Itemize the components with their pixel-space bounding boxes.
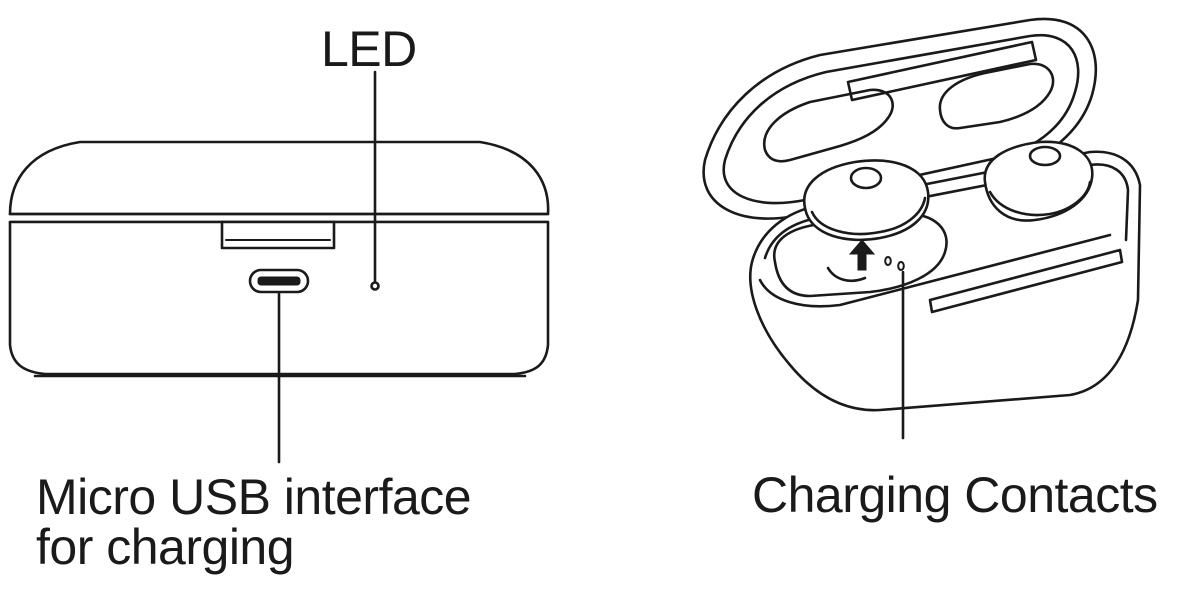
earbud-left-face	[810, 196, 927, 236]
case-front-band	[928, 248, 1124, 314]
case-open-view	[702, 17, 1142, 440]
case-rim-top	[763, 163, 1130, 260]
earbud-right-tip	[1028, 145, 1062, 167]
case-front-view	[8, 70, 550, 464]
lift-arrow-icon	[848, 239, 876, 271]
usb-label-line1: Micro USB interface	[36, 469, 472, 525]
charging-contact-2	[897, 261, 905, 271]
led-indicator	[370, 281, 380, 291]
earbud-right	[983, 140, 1094, 222]
earbud-right-face	[988, 180, 1092, 217]
charging-contacts-label: Charging Contacts	[752, 467, 1158, 523]
lid-recess-left	[762, 88, 894, 163]
charging-contact-1	[884, 256, 892, 266]
case-lid	[8, 140, 550, 216]
case-rim-inner	[758, 233, 1112, 308]
pocket-left	[772, 212, 948, 298]
earbud-left-stem	[826, 266, 867, 282]
earbud-left-tip	[849, 166, 883, 190]
lid-latch	[220, 220, 336, 250]
micro-usb-port-inner	[257, 276, 301, 286]
open-lid-inner-rim	[722, 33, 1080, 205]
earbud-left	[802, 159, 930, 242]
lid-recess-right	[938, 62, 1055, 130]
led-label: LED	[321, 21, 417, 77]
usb-label-line2: for charging	[36, 519, 295, 575]
